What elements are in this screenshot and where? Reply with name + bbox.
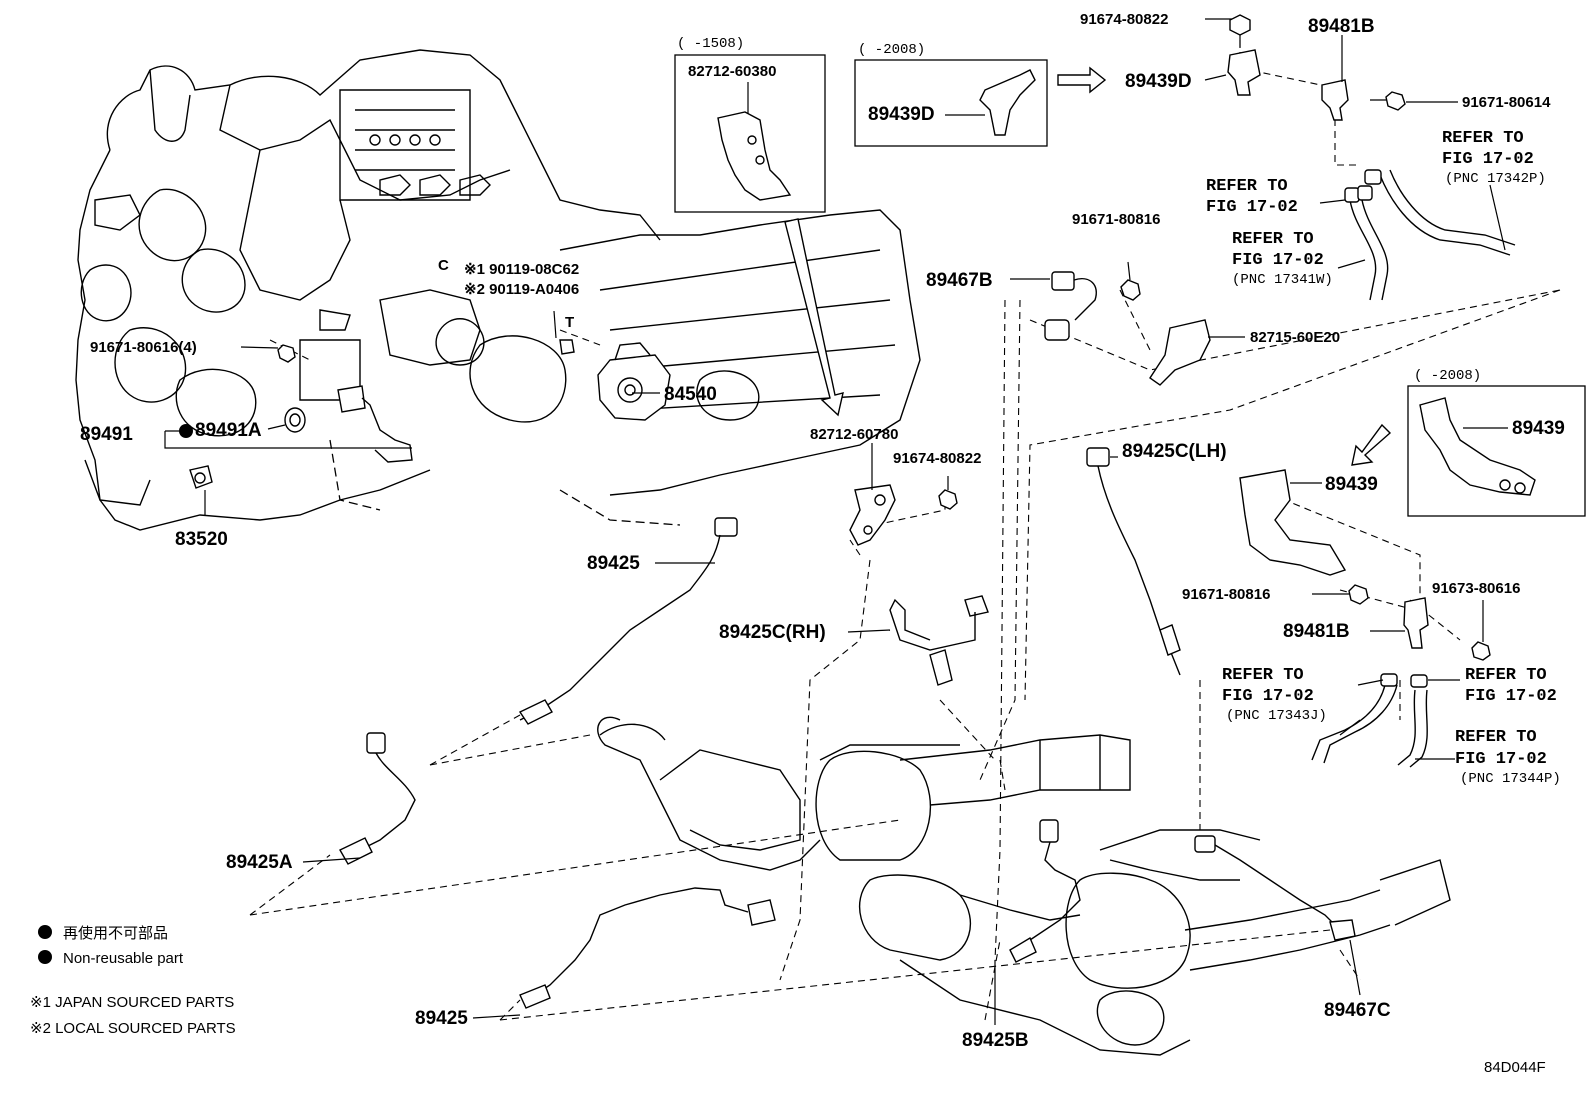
part-label-89425c-rh: 89425C(RH) (719, 622, 826, 643)
refer-1-line2: FIG 17-02 (1442, 150, 1534, 169)
part-label-89425b: 89425B (962, 1030, 1029, 1051)
refer-2-line1: REFER TO (1206, 177, 1288, 196)
part-label-89439: 89439 (1325, 474, 1378, 495)
right-arrow-icon (1057, 66, 1107, 94)
assembly-dashed-lines (249, 28, 1561, 1021)
legend-note-2: ※2 LOCAL SOURCED PARTS (30, 1020, 236, 1037)
refer-labels: REFER TO FIG 17-02 (PNC 17342P) REFER TO… (1206, 129, 1561, 787)
legend: 再使用不可部品 Non-reusable part ※1 JAPAN SOURC… (30, 925, 236, 1037)
part-label-91674-80822-mid: 91674-80822 (893, 450, 981, 467)
inset-2008-a: ( -2008) 89439D (854, 42, 1048, 147)
leader-lines (164, 18, 1506, 1025)
part-label-89425c-lh: 89425C(LH) (1122, 441, 1227, 462)
legend-nonreusable-en: Non-reusable part (63, 950, 184, 967)
refer-6-line3: (PNC 17344P) (1460, 771, 1561, 787)
refer-5-line1: REFER TO (1465, 666, 1547, 685)
inset-2008-b: ( -2008) 89439 (1407, 368, 1586, 517)
engine-marker-t: T (565, 314, 574, 331)
refer-6-line1: REFER TO (1455, 728, 1537, 747)
refer-1-line1: REFER TO (1442, 129, 1524, 148)
engine-illustration (75, 49, 921, 531)
part-label-89467c: 89467C (1324, 1000, 1391, 1021)
refer-4-line3: (PNC 17343J) (1226, 708, 1327, 724)
direction-arrows (784, 66, 1392, 466)
engine-marker-c: C (438, 257, 449, 274)
exhaust-illustration (597, 716, 1451, 1056)
part-label-82715-60e20: 82715-60E20 (1250, 329, 1340, 346)
part-label-89467b: 89467B (926, 270, 993, 291)
part-label-89425-bottom: 89425 (415, 1008, 468, 1029)
figure-code: 84D044F (1484, 1059, 1546, 1076)
part-label-91671-80816-mid: 91671-80816 (1182, 586, 1270, 603)
small-parts (189, 14, 1516, 1009)
legend-note-1: ※1 JAPAN SOURCED PARTS (30, 994, 234, 1011)
refer-1-line3: (PNC 17342P) (1445, 171, 1546, 187)
part-label-89491: 89491 (80, 424, 133, 445)
inset-1508-part: 82712-60380 (688, 63, 776, 80)
part-label-91674-80822-top: 91674-80822 (1080, 11, 1168, 28)
part-label-90119-a0406: ※2 90119-A0406 (464, 281, 579, 298)
nonreusable-bullet-icon (38, 925, 52, 939)
inset-2008-b-label: ( -2008) (1414, 368, 1481, 384)
legend-nonreusable-jp: 再使用不可部品 (63, 925, 168, 942)
part-label-91673-80616: 91673-80616 (1432, 580, 1520, 597)
part-label-84540: 84540 (664, 384, 717, 405)
down-left-arrow-icon (1351, 423, 1392, 466)
part-label-89481b-mid: 89481B (1283, 621, 1350, 642)
down-arrow-icon (784, 218, 844, 417)
part-label-90119-08c62: ※1 90119-08C62 (464, 261, 579, 278)
part-labels: 91674-80822 89481B 89439D 91671-80614 ※1… (80, 11, 1551, 1051)
part-label-91671-80816-top: 91671-80816 (1072, 211, 1160, 228)
part-label-82712-60780: 82712-60780 (810, 426, 898, 443)
refer-3-line1: REFER TO (1232, 230, 1314, 249)
refer-4-line2: FIG 17-02 (1222, 687, 1314, 706)
part-label-91671-80614: 91671-80614 (1462, 94, 1551, 111)
part-label-89425a: 89425A (226, 852, 293, 873)
refer-6-line2: FIG 17-02 (1455, 750, 1547, 769)
nonreusable-bullet-icon (38, 950, 52, 964)
inset-2008-a-part: 89439D (868, 104, 935, 125)
part-label-89425-top: 89425 (587, 553, 640, 574)
inset-2008-a-label: ( -2008) (858, 42, 925, 58)
refer-4-line1: REFER TO (1222, 666, 1304, 685)
part-label-89439d: 89439D (1125, 71, 1192, 92)
inset-1508-label: ( -1508) (677, 36, 744, 52)
part-label-83520: 83520 (175, 529, 228, 550)
inset-1508: ( -1508) 82712-60380 (674, 36, 826, 213)
refer-3-line2: FIG 17-02 (1232, 251, 1324, 270)
refer-2-line2: FIG 17-02 (1206, 198, 1298, 217)
part-label-89481b-top: 89481B (1308, 16, 1375, 37)
part-label-89491a: 89491A (195, 420, 262, 441)
nonreusable-marker-icon (179, 424, 193, 438)
inset-2008-b-part: 89439 (1512, 418, 1565, 439)
refer-5-line2: FIG 17-02 (1465, 687, 1557, 706)
part-label-91671-80616-4: 91671-80616(4) (90, 339, 197, 356)
refer-3-line3: (PNC 17341W) (1232, 272, 1333, 288)
